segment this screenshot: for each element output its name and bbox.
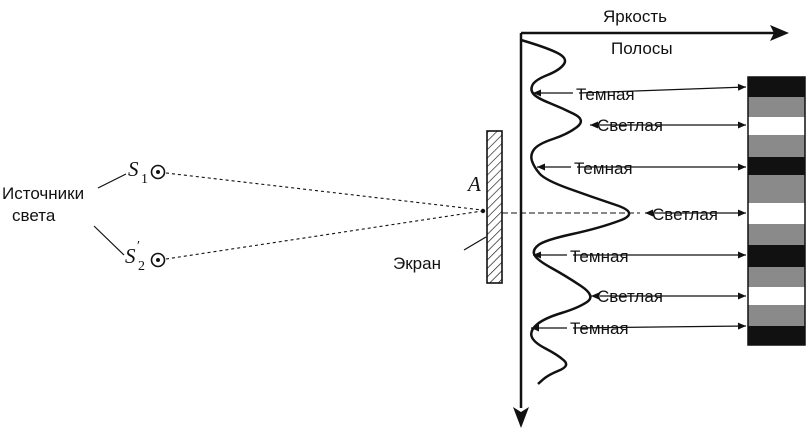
fringe-arrowhead-right [738, 292, 746, 300]
fringe-band-white [748, 117, 805, 135]
screen-point-a-marker [480, 208, 486, 214]
fringe-label-bright-2: Светлая [590, 116, 746, 135]
fringe-label-bright-6: Светлая [591, 287, 746, 306]
screen [486, 130, 503, 284]
screen-leader-line [463, 236, 487, 251]
fringe-arrowhead-right [738, 163, 746, 171]
fringe-label-text: Темная [570, 319, 629, 338]
fringe-label-dark-5: Темная [533, 247, 746, 266]
source1-leader-line [97, 173, 127, 189]
source2-icon [150, 252, 166, 268]
fringe-label-text: Светлая [652, 205, 718, 224]
fringe-band-white [748, 203, 805, 224]
fringe-label-text: Темная [576, 85, 635, 104]
fringe-label-dark-7: Темная [531, 319, 747, 338]
source1-subscript: 1 [141, 172, 148, 187]
fringes-axis-arrowhead [513, 407, 529, 428]
source2-symbol: S [125, 244, 136, 268]
fringe-arrow-line-right [578, 86, 747, 94]
fringe-band-gray [748, 135, 805, 157]
path-from-source2 [165, 210, 483, 260]
fringe-band-white [748, 287, 805, 305]
fringe-arrowhead-left [533, 89, 541, 97]
fringe-arrowhead-right [737, 83, 746, 91]
brightness-axis-label: Яркость [603, 7, 667, 26]
source2-leader-line [93, 225, 125, 256]
fringe-arrowhead-left [590, 121, 598, 129]
fringe-band-gray [748, 224, 805, 245]
brightness-axis-arrowhead [770, 25, 789, 41]
fringe-arrow-line-right [572, 325, 747, 329]
fringe-band-gray [748, 267, 805, 287]
fringe-band-gray [748, 305, 805, 326]
fringe-label-text: Темная [574, 159, 633, 178]
source1-icon [150, 164, 166, 180]
fringe-band-gray [748, 97, 805, 117]
fringe-arrowhead-left [537, 163, 545, 171]
fringe-band-black [748, 77, 805, 97]
fringe-arrowhead-right [738, 209, 746, 217]
fringe-arrowhead-right [738, 251, 746, 259]
fringe-band-black [748, 245, 805, 267]
sources-label-line2: света [12, 206, 56, 225]
fringe-label-bright-4: Светлая [645, 205, 746, 224]
fringe-strip [747, 76, 806, 346]
fringe-arrowhead-right [738, 121, 746, 129]
fringe-band-black [748, 157, 805, 175]
path-from-source1 [165, 172, 483, 211]
fringe-arrowhead-right [737, 322, 746, 330]
sources-label-line1: Источники [2, 184, 84, 203]
fringe-label-text: Темная [570, 247, 629, 266]
fringe-arrowhead-left [591, 292, 599, 300]
fringe-label-dark-1: Темная [533, 83, 747, 104]
source1-symbol: S [128, 157, 139, 181]
fringe-labels: ТемнаяСветлаяТемнаяСветлаяТемнаяСветлаяТ… [531, 83, 747, 338]
fringe-arrowhead-left [533, 251, 541, 259]
fringes-axis-label: Полосы [611, 39, 673, 58]
fringe-arrowhead-left [645, 209, 653, 217]
fringe-arrowhead-left [531, 324, 539, 332]
screen-label: Экран [393, 254, 441, 273]
fringe-label-dark-3: Темная [537, 159, 746, 178]
source2-prime: ′ [137, 239, 140, 254]
source2-subscript: 2 [138, 259, 145, 274]
fringe-band-black [748, 326, 805, 345]
fringe-band-gray [748, 175, 805, 203]
screen-point-a-label: A [466, 172, 481, 196]
fringe-strip-border [747, 76, 806, 346]
